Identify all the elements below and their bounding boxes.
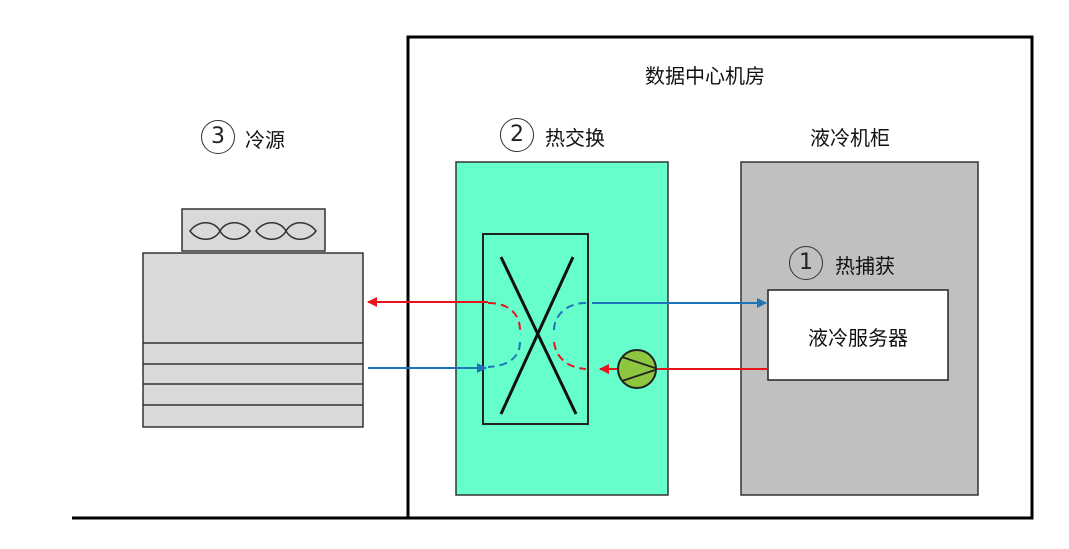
heat-exchange-unit	[455, 161, 669, 496]
fan-icon	[189, 222, 317, 240]
room-title: 数据中心机房	[645, 64, 765, 88]
hot-loop-curve-left	[487, 302, 521, 331]
chiller-unit	[142, 208, 364, 428]
hot-loop-curve-right	[553, 341, 587, 370]
liquid-cooled-server	[767, 289, 949, 381]
cabinet-title: 液冷机柜	[810, 126, 890, 150]
heat-exchange-label: 热交换	[545, 126, 605, 150]
heat-capture-number: 1	[789, 246, 823, 280]
heat-capture-label: 热捕获	[835, 254, 895, 278]
cold-loop-curve-left	[487, 341, 521, 368]
server-label: 液冷服务器	[808, 326, 908, 350]
exchanger-cross-b	[499, 256, 575, 415]
cold-loop-curve-right	[553, 302, 587, 331]
cold-source-number: 3	[201, 120, 235, 154]
pump-icon	[617, 349, 657, 389]
chiller-fan-housing	[181, 208, 326, 252]
cold-source-label: 冷源	[245, 128, 285, 152]
chiller-body	[142, 252, 364, 428]
data-center-room	[406, 35, 1034, 520]
plate-heat-exchanger	[482, 233, 589, 425]
heat-exchange-number: 2	[500, 118, 534, 152]
